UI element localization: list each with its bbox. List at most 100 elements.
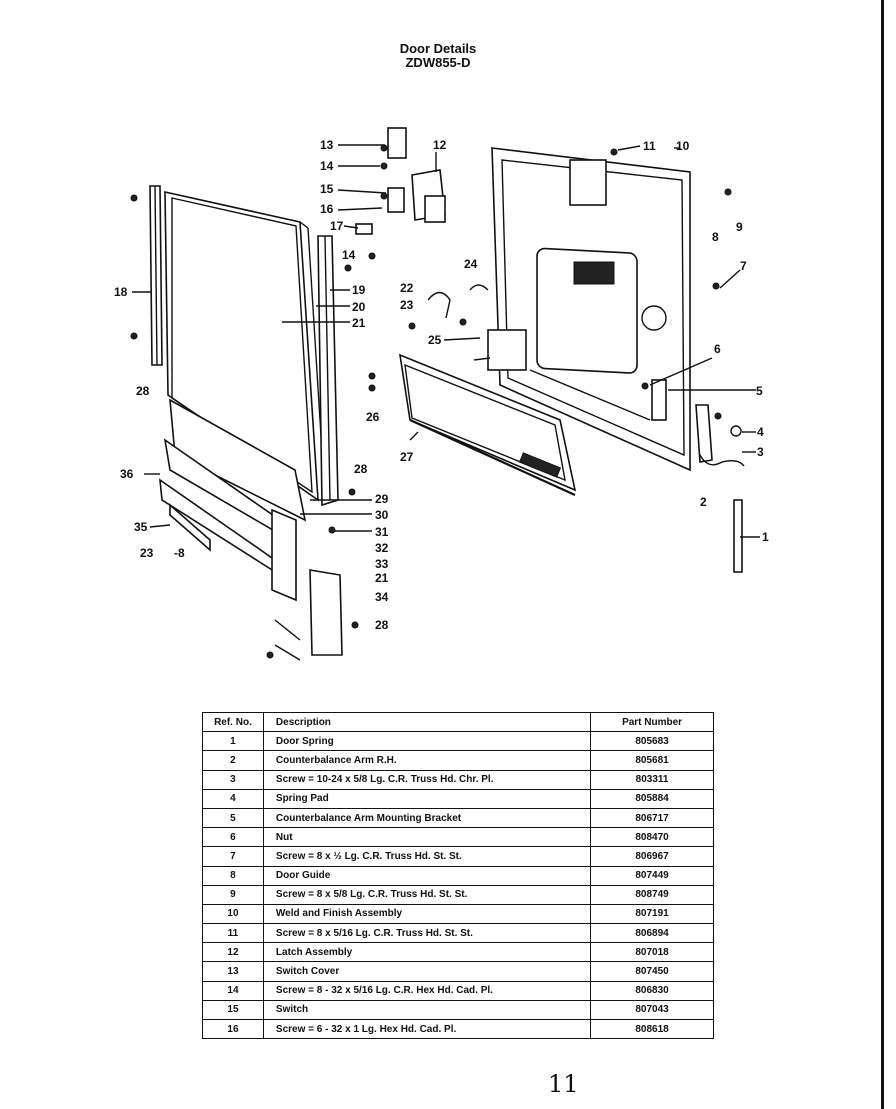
- callout-21b: 21: [375, 571, 389, 585]
- callout-31: 31: [375, 525, 389, 539]
- callout-34: 34: [375, 590, 389, 604]
- part-number-cell: 808470: [590, 827, 714, 848]
- part-number-cell: 807450: [590, 961, 714, 982]
- screws: [130, 144, 732, 659]
- callout-4: 4: [757, 425, 764, 439]
- callout-7: 7: [740, 259, 747, 273]
- ref-cell: 14: [202, 980, 264, 1001]
- part-number-cell: 803311: [590, 769, 714, 790]
- part-number-cell: 805683: [590, 731, 714, 752]
- callout-13: 13: [320, 138, 334, 152]
- counterbalance-arm: [651, 379, 745, 573]
- description-cell: Screw = 6 - 32 x 1 Lg. Hex Hd. Cad. Pl.: [262, 1018, 592, 1040]
- callout-23b: 23: [140, 546, 154, 560]
- header-part-number: Part Number: [590, 711, 714, 733]
- callout-18: 18: [114, 285, 128, 299]
- ref-cell: 10: [202, 903, 264, 925]
- callout-26: 26: [366, 410, 380, 424]
- left-trim-strip: [149, 185, 163, 366]
- callout-1: 1: [762, 530, 769, 544]
- description-cell: Screw = 10-24 x 5/8 Lg. C.R. Truss Hd. C…: [262, 769, 592, 790]
- description-cell: Screw = 8 x 5/16 Lg. C.R. Truss Hd. St. …: [262, 923, 592, 944]
- callout-11: 11: [643, 139, 656, 153]
- part-number-cell: 808749: [590, 884, 714, 905]
- table-header-row: Ref. No. Description Part Number: [202, 711, 714, 733]
- description-cell: Weld and Finish Assembly: [262, 903, 592, 925]
- callout-6: 6: [714, 342, 721, 356]
- ref-cell: 9: [202, 884, 264, 905]
- ref-cell: 1: [202, 731, 264, 752]
- exploded-view-drawing: 13 14 15 16 17 12 11 10 9 8 7 6 5 4 3 2 …: [114, 127, 769, 661]
- latch-assembly: [355, 127, 527, 371]
- ref-cell: 3: [202, 769, 264, 790]
- ref-cell: 11: [202, 923, 264, 944]
- part-number-cell: 807449: [590, 865, 714, 886]
- bottom-door-panel: [398, 353, 577, 497]
- title-line-1: Door Details: [399, 41, 477, 56]
- callout-14b: 14: [342, 248, 356, 262]
- bottom-trim-assembly: [159, 398, 343, 661]
- callout-10: 10: [676, 139, 690, 153]
- callout-22: 22: [400, 281, 414, 295]
- callout-3: 3: [757, 445, 764, 459]
- description-cell: Switch Cover: [262, 961, 592, 982]
- callout-21a: 21: [352, 316, 366, 330]
- callout-2: 2: [700, 495, 707, 509]
- ref-cell: 13: [202, 961, 264, 982]
- diagram-title: Door Details ZDW855-D: [0, 42, 876, 70]
- description-cell: Nut: [262, 827, 592, 848]
- page-number-mark: 11: [548, 1070, 579, 1098]
- ref-cell: 6: [202, 827, 264, 848]
- description-cell: Screw = 8 x 5/8 Lg. C.R. Truss Hd. St. S…: [262, 884, 592, 905]
- callout-9: 9: [736, 220, 743, 234]
- ref-cell: 5: [202, 807, 264, 829]
- description-cell: Counterbalance Arm R.H.: [262, 750, 592, 771]
- description-cell: Switch: [262, 999, 592, 1021]
- ref-cell: 8: [202, 865, 264, 886]
- header-ref-no: Ref. No.: [202, 711, 264, 733]
- right-trim-strip: [317, 235, 339, 507]
- part-number-cell: 807018: [590, 942, 714, 963]
- part-number-cell: 806967: [590, 846, 714, 867]
- callout-labels: 13 14 15 16 17 12 11 10 9 8 7 6 5 4 3 2 …: [114, 138, 769, 632]
- callout-8b: -8: [174, 546, 185, 560]
- header-description: Description: [262, 711, 592, 733]
- part-number-cell: 806894: [590, 923, 714, 944]
- part-number-cell: 807043: [590, 999, 714, 1021]
- page-border-line: [881, 0, 884, 1109]
- ref-cell: 2: [202, 750, 264, 771]
- part-number-cell: 808618: [590, 1018, 714, 1040]
- callout-30: 30: [375, 508, 389, 522]
- callout-16: 16: [320, 202, 334, 216]
- callout-28a: 28: [136, 384, 150, 398]
- part-number-cell: 805681: [590, 750, 714, 771]
- inner-door-liner: [491, 147, 691, 472]
- ref-cell: 7: [202, 846, 264, 867]
- callout-15: 15: [320, 182, 334, 196]
- callout-17: 17: [330, 219, 344, 233]
- description-cell: Latch Assembly: [262, 942, 592, 963]
- part-number-cell: 805884: [590, 788, 714, 809]
- ref-cell: 16: [202, 1018, 264, 1040]
- title-line-2: ZDW855-D: [405, 55, 471, 70]
- description-cell: Door Spring: [262, 731, 592, 752]
- callout-36: 36: [120, 467, 134, 481]
- callout-28b: 28: [354, 462, 368, 476]
- description-cell: Spring Pad: [262, 788, 592, 809]
- description-cell: Door Guide: [262, 865, 592, 886]
